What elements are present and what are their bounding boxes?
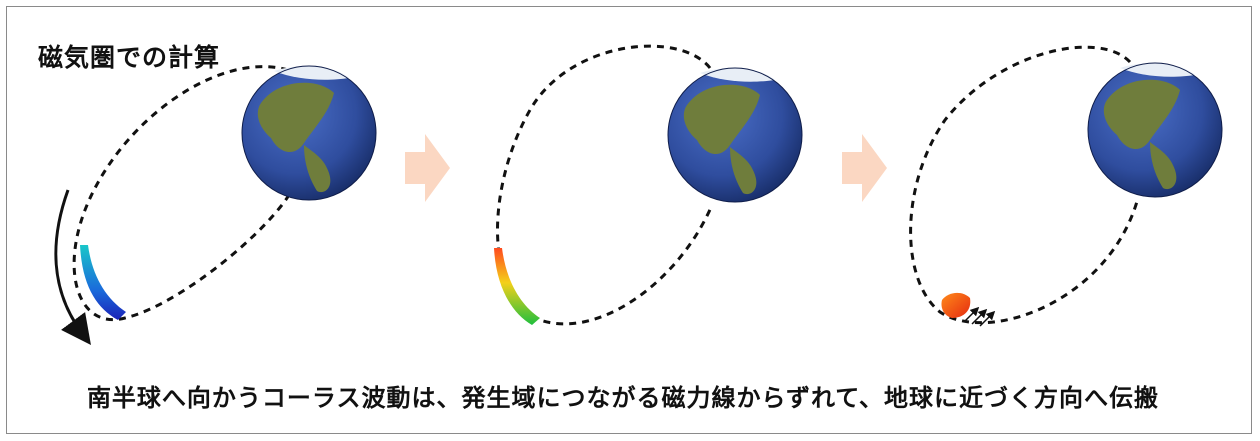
chorus-wave xyxy=(494,248,540,325)
panel-2 xyxy=(494,44,803,326)
step-arrow-icon xyxy=(842,134,887,202)
field-line xyxy=(496,44,714,326)
earth-globe-icon xyxy=(1087,62,1223,198)
chorus-wave xyxy=(80,245,126,320)
step-arrow-icon xyxy=(405,134,450,202)
panel-3 xyxy=(909,45,1223,327)
diagram-title: 磁気圏での計算 xyxy=(38,43,221,72)
panel-1 xyxy=(54,65,377,346)
chorus-wave xyxy=(941,292,971,318)
field-line xyxy=(909,45,1140,325)
earth-globe-icon xyxy=(241,65,377,201)
motion-arrow-icon xyxy=(54,189,91,346)
diagram-caption: 南半球へ向かうコーラス波動は、発生域につながる磁力線からずれて、地球に近づく方向… xyxy=(86,384,1160,412)
figure-frame xyxy=(6,6,1252,434)
propagation-arrow-icon xyxy=(963,306,996,327)
earth-globe-icon xyxy=(667,67,803,203)
